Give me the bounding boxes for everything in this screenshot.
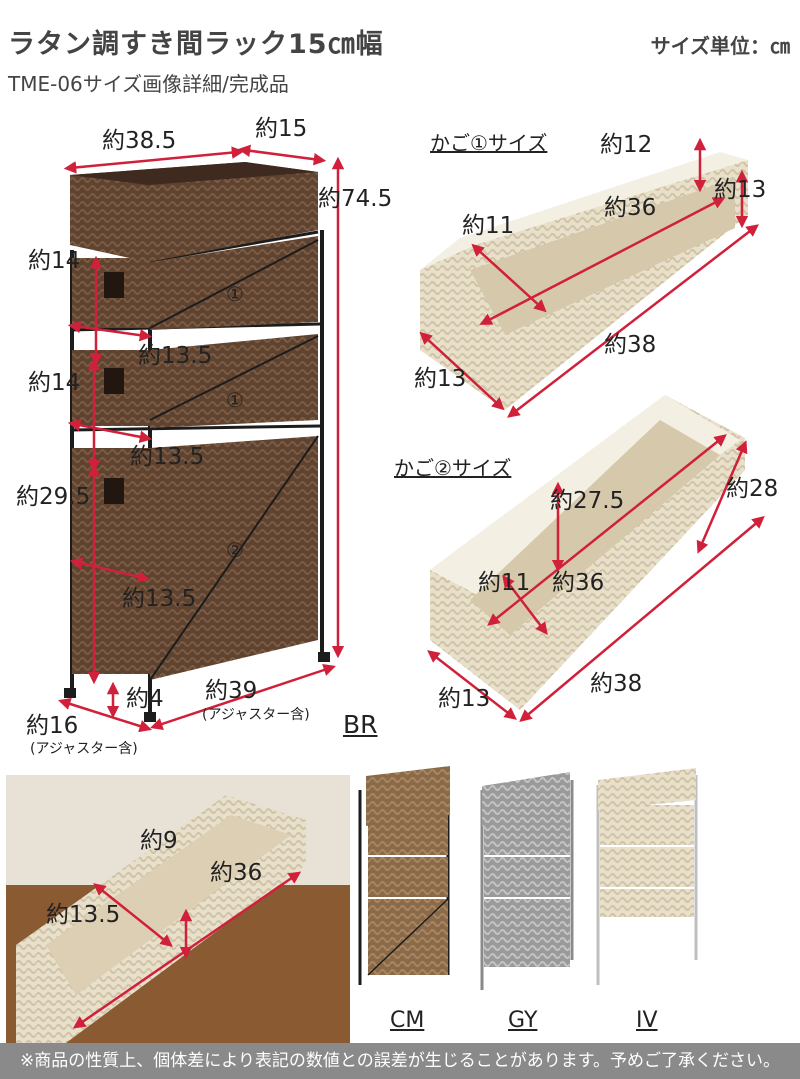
rack-dimension-lines [58, 144, 345, 733]
drawer-marker-2: ② [226, 538, 244, 562]
drawer2-height-label: 約14 [28, 370, 81, 396]
footer-disclaimer-bar: ※商品の性質上、個体差により表記の数値との誤差が生じることがあります。予めご了承… [0, 1043, 800, 1079]
page-subtitle: TME-06サイズ画像詳細/完成品 [8, 72, 289, 96]
basket1-outer-depth-label: 約13 [414, 366, 467, 392]
drawer-marker-1a: ① [226, 282, 244, 306]
footer-disclaimer-text: ※商品の性質上、個体差により表記の数値との誤差が生じることがあります。予めご了承… [19, 1051, 781, 1071]
rack-height-label: 約74.5 [318, 186, 393, 212]
drawer1-height-label: 約14 [28, 248, 81, 274]
basket1-illustration [420, 152, 748, 410]
tray-depth-label: 約9 [140, 828, 178, 854]
drawer3-depth-label: 約13.5 [122, 586, 197, 612]
variant-code-gy: GY [508, 1008, 538, 1033]
variant-illustration-cm [358, 766, 450, 985]
tray-inner-depth-label: 約13.5 [46, 902, 121, 928]
drawer-marker-1b: ① [226, 388, 244, 412]
adjuster-height-label: 約4 [126, 686, 164, 712]
variant-illustration-iv [596, 768, 698, 985]
basket2-outer-height-label: 約28 [726, 476, 779, 502]
variant-code-iv: IV [636, 1008, 658, 1033]
bottom-width-note: (アジャスター含) [202, 707, 310, 723]
rack-width-label: 約38.5 [102, 128, 177, 154]
tray-width-label: 約36 [210, 860, 263, 886]
top-tray-photo [6, 775, 350, 1043]
bottom-depth-note: (アジャスター含) [30, 741, 138, 757]
basket2-outer-depth-label: 約13 [438, 686, 491, 712]
drawer1-depth-label: 約13.5 [138, 343, 213, 369]
bottom-width-label: 約39 [205, 678, 258, 704]
color-code-br: BR [343, 710, 378, 739]
variant-code-cm: CM [390, 1008, 425, 1033]
basket1-outer-height-label: 約13 [714, 177, 767, 203]
basket2-inner-depth-label: 約11 [478, 570, 531, 596]
basket1-inner-height-label: 約12 [600, 132, 653, 158]
basket2-inner-height-label: 約27.5 [550, 488, 625, 514]
basket1-dimension-lines [419, 137, 759, 418]
basket2-illustration [430, 395, 745, 710]
bottom-depth-label: 約16 [26, 713, 79, 739]
variant-illustration-gy [480, 772, 574, 990]
basket2-outer-width-label: 約38 [590, 671, 643, 697]
basket1-inner-width-label: 約36 [604, 195, 657, 221]
basket1-caption: かご①サイズ [430, 131, 548, 155]
rack-illustration-br [64, 162, 330, 722]
basket1-outer-width-label: 約38 [604, 332, 657, 358]
drawer3-height-label: 約29.5 [16, 484, 91, 510]
basket2-caption: かご②サイズ [394, 456, 512, 480]
basket2-dimension-lines [427, 434, 765, 723]
basket1-inner-depth-label: 約11 [462, 213, 515, 239]
unit-label: サイズ単位：㎝ [650, 34, 790, 58]
page-title: ラタン調すき間ラック15㎝幅 [8, 29, 384, 60]
rack-depth-top-label: 約15 [255, 116, 308, 142]
basket2-inner-width-label: 約36 [552, 570, 605, 596]
drawer2-depth-label: 約13.5 [130, 444, 205, 470]
